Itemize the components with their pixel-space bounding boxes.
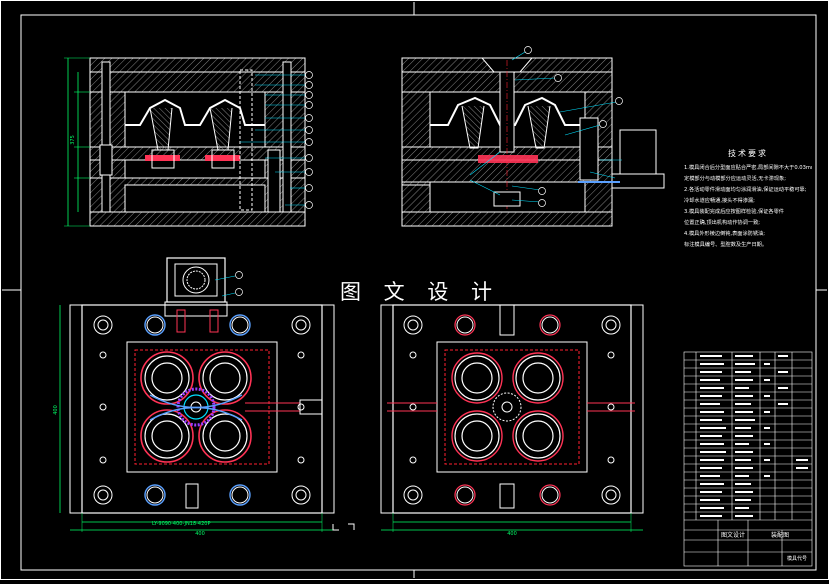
- requirement-line: 定模部分与动模部分应运动灵活,无卡滞现象;: [684, 176, 786, 182]
- title-block: [683, 351, 813, 567]
- view-marks: [332, 523, 355, 531]
- title-block-designer: 图文设计: [721, 531, 745, 539]
- requirement-line: 3.模具装配完成后应按图样检验,保证各零件: [684, 209, 784, 215]
- requirement-line: 标注模具编号、型腔数及生产日期。: [684, 242, 768, 248]
- title-block-filler-text: [700, 355, 808, 517]
- technical-requirements: 技术要求 1.模具闭合后分型面应贴合严密,局部间隙不大于0.03mm; 定模部分…: [684, 148, 812, 251]
- plan-view-right: 400: [380, 304, 644, 537]
- watermark: 图 文 设 计: [339, 280, 501, 304]
- width-dimension-right: 400: [507, 531, 517, 537]
- requirement-line: 位置正确,顶出机构动作协调一致;: [684, 220, 761, 226]
- bottom-left-note: LY-9090-400-JN18-420P: [152, 521, 210, 527]
- title-block-part-code: 模具代号: [787, 555, 807, 562]
- requirement-line: 4.模具外形棱边倒钝,表面涂防锈油;: [684, 231, 765, 237]
- title-block-drawing-name: 装配图: [771, 531, 789, 539]
- height-dimension-top: 375: [70, 135, 76, 145]
- requirement-line: 冷却水道应畅通,接头不得渗漏;: [684, 198, 755, 204]
- requirement-line: 2.各活动零件滑动面均匀涂润滑油,保证运动平稳可靠;: [684, 187, 807, 193]
- height-dimension-left: 400: [53, 405, 59, 415]
- plan-view-left: LY-9090-400-JN18-420P 400 400 375: [53, 135, 335, 537]
- width-dimension-left: 400: [195, 531, 205, 537]
- requirement-line: 1.模具闭合后分型面应贴合严密,局部间隙不大于0.03mm;: [684, 165, 812, 171]
- section-view-right: [401, 46, 665, 227]
- technical-requirements-title: 技术要求: [728, 149, 768, 158]
- section-view-left: [64, 57, 313, 227]
